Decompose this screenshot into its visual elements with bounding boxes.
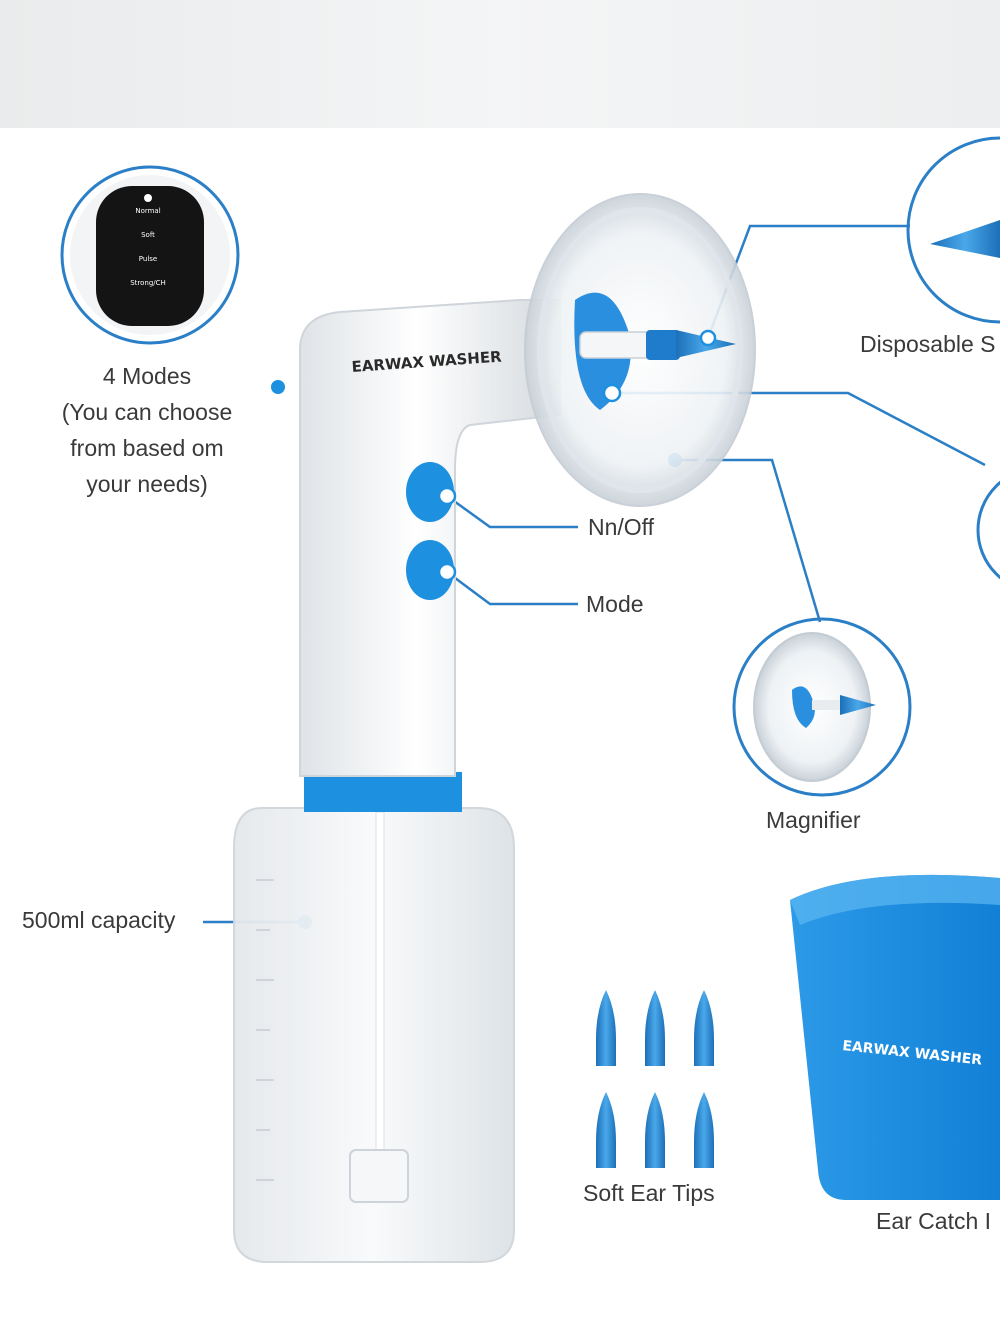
mode-pulse-text: Pulse (139, 255, 157, 263)
mode-strong-text: Strong/CH (130, 279, 166, 287)
partial-inset (976, 480, 1000, 580)
on-off-label: Nn/Off (588, 514, 655, 540)
power-button (406, 462, 454, 522)
disposable-label: Disposable S (860, 331, 996, 357)
capacity-label: 500ml capacity (22, 907, 176, 933)
modes-line-1: (You can choose (61, 399, 233, 425)
soft-tips-label: Soft Ear Tips (583, 1180, 715, 1206)
ear-catch-basin: EARWAX WASHER (790, 874, 1000, 1200)
top-band (0, 0, 1000, 128)
magnifier-dome (524, 193, 756, 507)
water-bottle (233, 807, 515, 1263)
soft-ear-tips (596, 990, 714, 1168)
mode-normal-text: Normal (135, 207, 160, 215)
modes-line-2: from based om (70, 435, 224, 461)
ear-catch-label: Ear Catch I (876, 1208, 992, 1234)
mode-label: Mode (586, 591, 644, 617)
magnifier-label: Magnifier (766, 807, 861, 833)
mode-panel-inset: Normal Soft Pulse Strong/CH (60, 165, 240, 345)
device-handle (299, 299, 561, 777)
modes-caption: 4 Modes (You can choose from based om yo… (42, 358, 252, 502)
mode-soft-text: Soft (141, 231, 155, 239)
modes-line-3: your needs) (86, 471, 208, 497)
blue-ring (304, 772, 462, 812)
disposable-tip-inset (906, 136, 1000, 324)
mode-button (406, 540, 454, 600)
modes-title: 4 Modes (102, 363, 192, 389)
magnifier-inset (732, 617, 912, 797)
